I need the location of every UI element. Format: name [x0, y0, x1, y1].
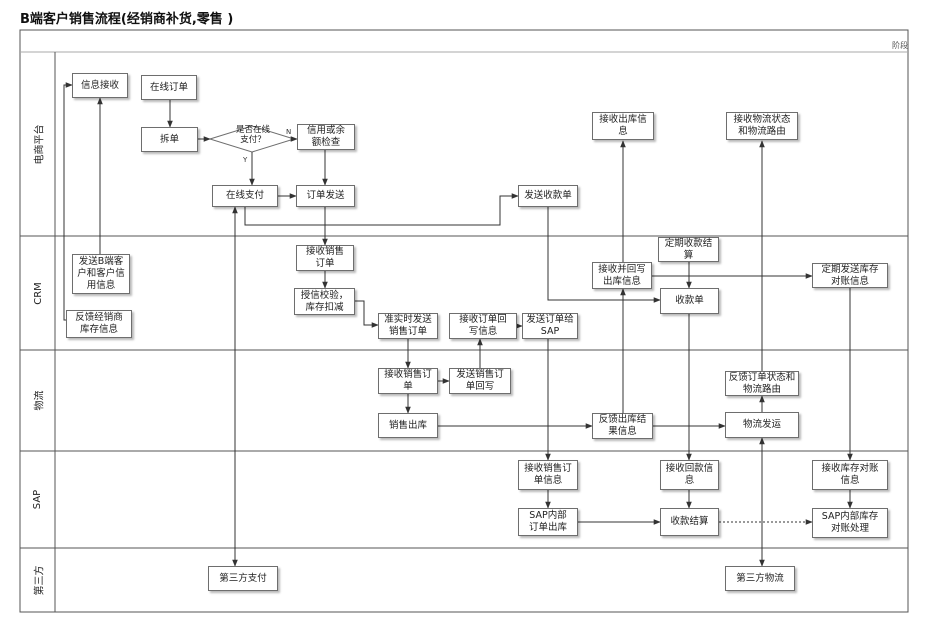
node-send-receipt: 发送收款单 [518, 185, 578, 207]
node-info-receive: 信息接收 [72, 73, 128, 98]
node-third-logistics: 第三方物流 [725, 566, 795, 591]
lane-label-logistics: 物流 [34, 390, 46, 411]
node-recv-out-info: 接收出库信 息 [592, 112, 654, 140]
connector [244, 193, 519, 226]
node-sap-recv-payment: 接收回款信 息 [660, 460, 719, 490]
node-recv-order-writeback: 接收订单回 写信息 [449, 313, 517, 339]
node-recv-sales-order: 接收销售 订单 [296, 245, 354, 271]
node-credit-check: 信用或余 额检查 [297, 124, 355, 150]
lane-label-crm: CRM [32, 281, 44, 305]
node-sap-recv-order: 接收销售订 单信息 [518, 460, 578, 490]
lane-label-platform: 电商平台 [34, 124, 46, 164]
node-realtime-send: 准实时发送 销售订单 [378, 313, 438, 339]
node-sales-out: 销售出库 [378, 413, 438, 438]
stage-header-label: 阶段 [892, 41, 908, 50]
node-sap-internal-out: SAP内部 订单出库 [518, 508, 578, 536]
node-online-pay: 在线支付 [212, 185, 278, 207]
page-title: B端客户销售流程(经销商补货,零售 ) [20, 12, 234, 27]
yes-mark: Y [243, 156, 248, 164]
node-logistics-ship: 物流发运 [725, 412, 799, 438]
connector [63, 82, 73, 321]
node-order-send: 订单发送 [296, 185, 355, 207]
node-recv-logistics: 接收物流状态 和物流路由 [726, 112, 798, 140]
decision-label: 是否在线 支付？ [235, 125, 270, 145]
no-mark: N [286, 128, 292, 136]
node-sap-stock-process: SAP内部库存 对账处理 [812, 508, 888, 538]
node-feedback-dealer-stock: 反馈经销商 库存信息 [66, 310, 132, 338]
diagram-frame [19, 29, 909, 613]
connector [355, 300, 379, 328]
node-third-pay: 第三方支付 [208, 566, 278, 591]
node-receipt: 收款单 [660, 288, 719, 314]
node-log-send-writeback: 发送销售订 单回写 [449, 368, 511, 394]
node-feedback-order-status: 反馈订单状态和 物流路由 [725, 371, 799, 396]
lane-label-sap: SAP [32, 489, 44, 510]
node-recv-writeback-out: 接收并回写 出库信息 [592, 262, 652, 289]
node-credit-verify: 授信校验， 库存扣减 [294, 288, 355, 315]
lane-label-third-party: 第三方 [34, 565, 46, 595]
node-periodic-send-stock: 定期发送库存 对账信息 [812, 263, 888, 288]
node-online-order: 在线订单 [141, 75, 197, 100]
node-send-order-sap: 发送订单给 SAP [522, 313, 578, 339]
node-send-customer-credit: 发送B端客 户和客户信 用信息 [72, 254, 130, 294]
node-sap-settle: 收款结算 [660, 508, 719, 536]
node-sap-recv-stock: 接收库存对账 信息 [812, 460, 888, 490]
node-feedback-out-result: 反馈出库结 果信息 [592, 413, 653, 439]
node-periodic-settle: 定期收款结 算 [658, 237, 719, 262]
node-log-recv-sales-order: 接收销售订 单 [378, 368, 438, 394]
node-split-order: 拆单 [141, 127, 198, 152]
